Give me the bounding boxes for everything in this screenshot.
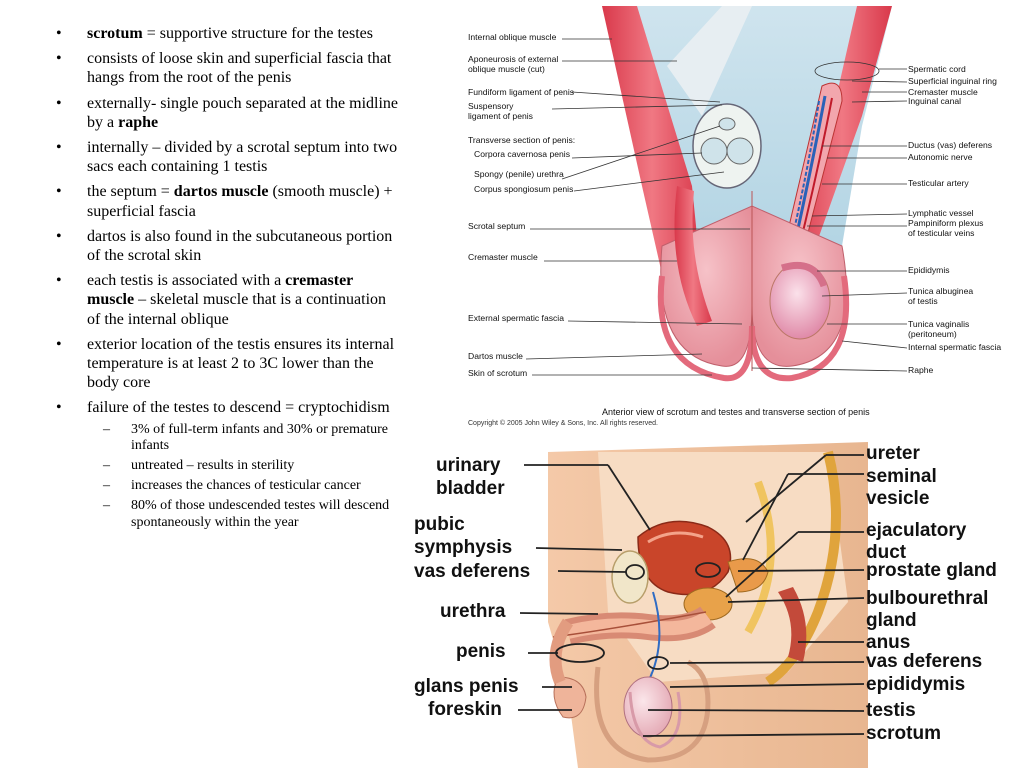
label-pubic: pubic bbox=[414, 514, 465, 535]
label-cremaster-muscle-right: Cremaster muscle bbox=[908, 87, 978, 97]
figure-caption: Anterior view of scrotum and testes and … bbox=[602, 407, 870, 417]
term-cremaster-muscle: cremaster muscle bbox=[87, 272, 353, 309]
label-tunica-vaginalis: Tunica vaginalis bbox=[908, 319, 970, 329]
bullet-list: scrotum = supportive structure for the t… bbox=[56, 24, 402, 537]
bullet-temperature: exterior location of the testis ensures … bbox=[56, 335, 402, 393]
label-ureter: ureter bbox=[866, 443, 920, 464]
label-raphe: Raphe bbox=[908, 365, 934, 375]
sub-bullet: 3% of full-term infants and 30% or prema… bbox=[87, 422, 402, 454]
label-aponeurosis-2: oblique muscle (cut) bbox=[468, 64, 545, 74]
bullet-text: dartos is also found in the subcutaneous… bbox=[87, 227, 393, 265]
bullet-text: each testis is associated with a bbox=[87, 272, 286, 290]
label-tunica-albuginea: Tunica albuginea bbox=[908, 286, 974, 296]
label-vesicle: vesicle bbox=[866, 488, 930, 509]
label-superficial-inguinal-ring: Superficial inguinal ring bbox=[908, 76, 997, 86]
sub-bullet: 80% of those undescended testes will des… bbox=[87, 498, 402, 530]
label-pampiniform-plexus: Pampiniform plexus bbox=[908, 218, 984, 228]
label-skin-of-scrotum: Skin of scrotum bbox=[468, 368, 528, 378]
male-reproductive-sagittal-figure: urinary bladder pubic symphysis vas defe… bbox=[408, 442, 1024, 768]
label-inguinal-canal: Inguinal canal bbox=[908, 96, 962, 106]
bullet-text: exterior location of the testis ensures … bbox=[87, 335, 395, 392]
label-testis: testis bbox=[866, 700, 916, 721]
label-gland: gland bbox=[866, 610, 917, 631]
label-foreskin: foreskin bbox=[428, 699, 502, 720]
label-suspensory-2: ligament of penis bbox=[468, 111, 533, 121]
label-vas-deferens-right: vas deferens bbox=[866, 651, 983, 672]
label-prostate-gland: prostate gland bbox=[866, 560, 997, 581]
label-external-spermatic-fascia: External spermatic fascia bbox=[468, 313, 564, 323]
label-testicular-artery: Testicular artery bbox=[908, 178, 969, 188]
bullet-text: – skeletal muscle that is a continuation… bbox=[87, 291, 387, 328]
scrotum-illustration bbox=[525, 6, 908, 382]
label-corpora-cavernosa: Corpora cavernosa penis bbox=[474, 149, 571, 159]
label-anus: anus bbox=[866, 632, 911, 653]
label-duct: duct bbox=[866, 542, 907, 563]
scrotum-anatomy-figure: Internal oblique muscle Aponeurosis of e… bbox=[462, 6, 1024, 436]
label-penis: penis bbox=[456, 641, 506, 662]
figure-copyright: Copyright © 2005 John Wiley & Sons, Inc.… bbox=[468, 420, 658, 427]
label-lymphatic-vessel: Lymphatic vessel bbox=[908, 208, 974, 218]
bullet-text: consists of loose skin and superficial f… bbox=[87, 50, 392, 87]
label-ejaculatory: ejaculatory bbox=[866, 520, 967, 541]
label-ductus-deferens: Ductus (vas) deferens bbox=[908, 140, 993, 150]
label-urethra: urethra bbox=[440, 601, 506, 622]
sub-bullet: increases the chances of testicular canc… bbox=[87, 478, 402, 494]
bullet-septum: the septum = dartos muscle (smooth muscl… bbox=[56, 182, 402, 220]
label-autonomic-nerve: Autonomic nerve bbox=[908, 152, 973, 162]
label-bladder: bladder bbox=[436, 478, 505, 499]
bullet-scrotum: scrotum = supportive structure for the t… bbox=[56, 24, 402, 43]
label-symphysis: symphysis bbox=[414, 537, 513, 558]
label-aponeurosis: Aponeurosis of external bbox=[468, 54, 559, 64]
bullet-externally: externally- single pouch separated at th… bbox=[56, 94, 402, 132]
sub-bullet: untreated – results in sterility bbox=[87, 458, 402, 474]
label-scrotum: scrotum bbox=[866, 723, 941, 744]
label-suspensory: Suspensory bbox=[468, 101, 514, 111]
term-dartos-muscle: dartos muscle bbox=[173, 183, 269, 201]
label-tunica-vaginalis-2: (peritoneum) bbox=[908, 329, 957, 339]
label-corpus-spongiosum: Corpus spongiosum penis bbox=[474, 184, 574, 194]
bullet-text: (smooth muscle) + superficial fascia bbox=[87, 183, 393, 220]
label-seminal: seminal bbox=[866, 466, 937, 487]
bullet-text: internally – divided by a scrotal septum… bbox=[87, 139, 398, 176]
sagittal-illustration bbox=[518, 442, 868, 768]
label-scrotal-septum: Scrotal septum bbox=[468, 221, 526, 231]
term-scrotum: scrotum bbox=[87, 25, 143, 42]
label-fundiform-ligament: Fundiform ligament of penis bbox=[468, 87, 575, 97]
label-internal-spermatic-fascia: Internal spermatic fascia bbox=[908, 342, 1002, 352]
bullet-text: externally- single pouch separated at th… bbox=[87, 94, 398, 131]
label-vas-deferens-left: vas deferens bbox=[414, 561, 531, 582]
label-transverse-section: Transverse section of penis: bbox=[468, 135, 576, 145]
bullet-text: failure of the testes to descend = crypt… bbox=[87, 399, 390, 417]
bullet-loose-skin: consists of loose skin and superficial f… bbox=[56, 49, 402, 87]
bullet-dartos: dartos is also found in the subcutaneous… bbox=[56, 227, 402, 265]
label-dartos-muscle: Dartos muscle bbox=[468, 351, 523, 361]
label-urinary: urinary bbox=[436, 455, 501, 476]
term-raphe: raphe bbox=[118, 113, 159, 131]
label-epididymis: epididymis bbox=[866, 674, 966, 695]
bullet-text: the septum = bbox=[87, 183, 174, 201]
label-bulbourethral: bulbourethral bbox=[866, 588, 989, 609]
label-spongy-urethra: Spongy (penile) urethra bbox=[474, 169, 564, 179]
bullet-cryptochidism: failure of the testes to descend = crypt… bbox=[56, 398, 402, 530]
sub-bullet-list: 3% of full-term infants and 30% or prema… bbox=[87, 422, 402, 531]
label-spermatic-cord: Spermatic cord bbox=[908, 64, 966, 74]
label-epididymis: Epididymis bbox=[908, 265, 950, 275]
bullet-internally: internally – divided by a scrotal septum… bbox=[56, 138, 402, 176]
bullet-cremaster: each testis is associated with a cremast… bbox=[56, 271, 402, 329]
label-glans-penis: glans penis bbox=[414, 676, 519, 697]
label-internal-oblique-muscle: Internal oblique muscle bbox=[468, 32, 557, 42]
bullet-text: = supportive structure for the testes bbox=[142, 25, 373, 42]
label-tunica-albuginea-2: of testis bbox=[908, 296, 938, 306]
label-cremaster-muscle-left: Cremaster muscle bbox=[468, 252, 538, 262]
label-pampiniform-plexus-2: of testicular veins bbox=[908, 228, 975, 238]
